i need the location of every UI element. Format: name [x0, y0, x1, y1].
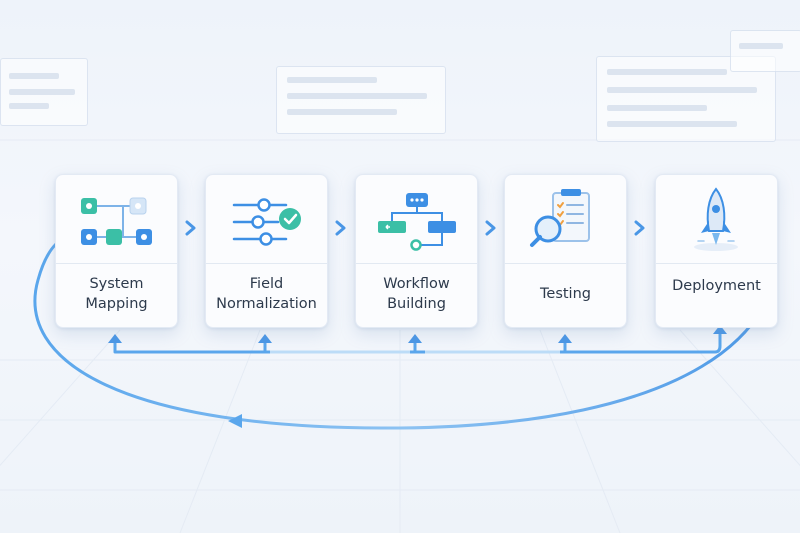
- deployment-rocket-icon: [694, 187, 738, 251]
- step-label: Deployment: [672, 278, 761, 294]
- step-card-field-normalization: Field Normalization: [205, 174, 328, 328]
- step-card-workflow-building: Workflow Building: [355, 174, 478, 328]
- feedback-arrow-3: [408, 334, 422, 343]
- feedback-arrow-5: [713, 325, 727, 334]
- card-divider: [56, 263, 177, 264]
- feedback-arrow-4: [558, 334, 572, 343]
- outer-loop-path: [33, 236, 778, 430]
- field-normalization-icon: [232, 198, 301, 246]
- step-card-deployment: Deployment: [655, 174, 778, 328]
- step-card-testing: Testing: [504, 174, 627, 328]
- background-window-far-right: [730, 30, 800, 72]
- feedback-arrow-2: [258, 334, 272, 343]
- chevron-right-icon: [634, 220, 645, 236]
- card-divider: [656, 263, 777, 264]
- background-window-left: [0, 58, 88, 126]
- step-label: Workflow Building: [383, 276, 450, 312]
- card-divider: [505, 263, 626, 264]
- card-divider: [206, 263, 327, 264]
- chevron-right-icon: [335, 220, 346, 236]
- step-label: System Mapping: [85, 276, 148, 312]
- chevron-right-icon: [185, 220, 196, 236]
- step-card-system-mapping: System Mapping: [55, 174, 178, 328]
- feedback-arrow-1: [108, 334, 122, 343]
- chevron-right-icon: [485, 220, 496, 236]
- testing-clipboard-icon: [530, 189, 590, 247]
- feedback-rail-end: [714, 330, 722, 354]
- workflow-building-icon: [378, 193, 456, 251]
- step-label: Testing: [540, 286, 591, 302]
- outer-loop-arrowhead: [228, 414, 242, 428]
- card-divider: [356, 263, 477, 264]
- step-label: Field Normalization: [216, 276, 317, 312]
- background-window-center: [276, 66, 446, 134]
- system-mapping-icon: [81, 197, 152, 245]
